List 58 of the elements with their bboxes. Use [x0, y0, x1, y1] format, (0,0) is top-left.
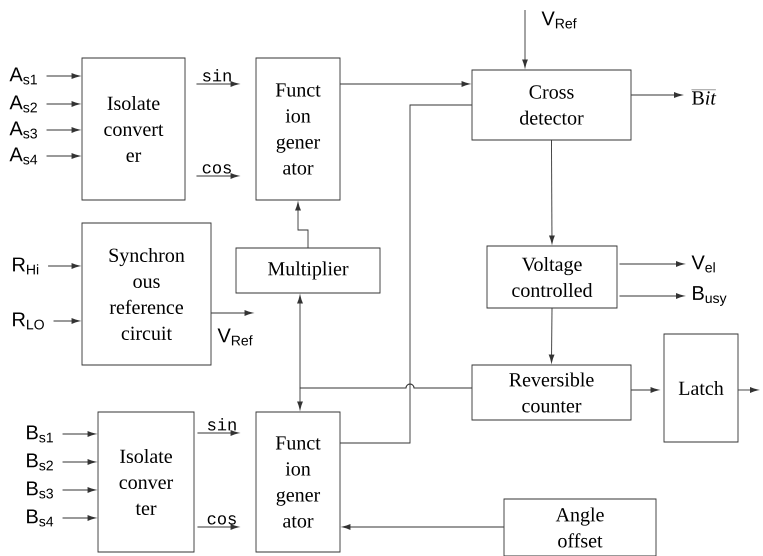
block-box: Funct ion gener ator: [256, 58, 340, 200]
arrow: [196, 81, 239, 87]
signal-label: R$_{Hi}$: [13, 258, 38, 274]
signal-label: B$_{s3}$: [27, 482, 53, 498]
signal-label: V$_{Ref}$: [542, 12, 577, 28]
block-box: Angle offset: [504, 498, 656, 556]
signal-label: B$_{usy}$: [693, 286, 727, 306]
arrow: [619, 261, 684, 267]
signal-label: A$_{s1}$: [10, 68, 37, 84]
block-box: Voltage controlled: [486, 246, 618, 308]
arrow: [619, 293, 684, 299]
arrow: [62, 431, 96, 437]
edge-label: cos: [208, 515, 236, 525]
arrow: [62, 487, 96, 493]
arrow: [46, 127, 80, 133]
arrow: [53, 318, 80, 324]
connector-line: [340, 104, 472, 444]
block-box: Isolate conver ter: [98, 412, 194, 552]
arrow: [197, 430, 239, 436]
block-box: Isolate convert er: [82, 58, 186, 200]
arrow: [522, 10, 528, 68]
block-box: Latch: [664, 334, 738, 442]
arrow: [342, 524, 504, 530]
block-box: Synchron ous reference circuit: [82, 222, 212, 366]
signal-label: V$_{el}$: [692, 256, 715, 272]
output-label: $\overline{\mathrm{B}\mathit{it}}$: [691, 90, 716, 105]
block-box: Cross detector: [472, 70, 632, 140]
signal-label: B$_{s4}$: [27, 510, 54, 526]
signal-label: B$_{s1}$: [27, 426, 53, 442]
arrow: [548, 308, 554, 363]
block-box: Reversible counter: [472, 364, 632, 420]
arrow: [62, 459, 96, 465]
signal-label: A$_{s2}$: [10, 96, 37, 112]
arrow: [196, 173, 239, 179]
edge-label: sin: [203, 69, 231, 82]
block-box: Funct ion gener ator: [256, 412, 340, 552]
signal-label: V$_{Ref}$: [218, 328, 253, 346]
signal-label: A$_{s4}$: [10, 148, 38, 164]
arrow: [211, 310, 253, 316]
arrow: [197, 524, 239, 530]
arrow: [340, 81, 470, 87]
arrow: [549, 140, 555, 244]
signal-label: A$_{s3}$: [10, 122, 37, 138]
signal-label: B$_{s2}$: [27, 454, 53, 470]
arrow: [738, 387, 758, 393]
arrow: [631, 387, 659, 393]
signal-label: R$_{LO}$: [13, 312, 44, 330]
block-box: Multiplier: [236, 248, 380, 294]
arrow: [62, 515, 96, 521]
arrow: [46, 73, 80, 79]
edge-label: sin: [208, 418, 236, 431]
arrow: [48, 263, 80, 269]
arrow: [46, 153, 80, 159]
arrow: [295, 202, 308, 248]
arrow: [631, 92, 682, 98]
arrow: [46, 101, 80, 107]
edge-label: cos: [202, 164, 231, 174]
arrow: [297, 384, 472, 410]
